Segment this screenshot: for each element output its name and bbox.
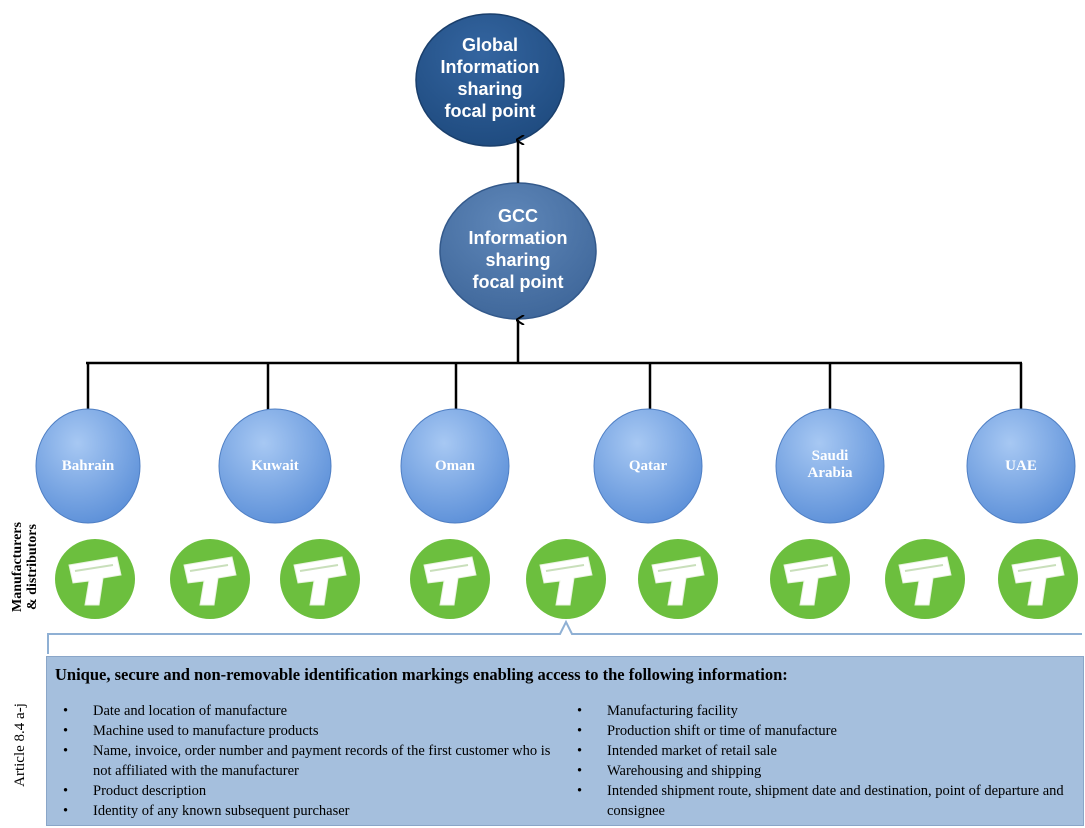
gcc-node-label: GCC Information sharing focal point: [468, 206, 568, 292]
article-side-label: Article 8.4 a-j: [12, 703, 28, 787]
article-info-box: Unique, secure and non-removable identif…: [46, 656, 1084, 826]
manufacturer-icons: [55, 539, 1078, 619]
list-item: Production shift or time of manufacture: [571, 721, 1079, 741]
manufacturer-scanner-icon: [770, 539, 850, 619]
country-drop-lines: [86, 363, 1023, 410]
manufacturer-scanner-icon: [170, 539, 250, 619]
manufacturers-side-label: Manufacturers & distributors: [10, 522, 40, 612]
country-label-uae: UAE: [1005, 458, 1037, 474]
info-list-right: Manufacturing facility Production shift …: [571, 701, 1079, 821]
country-nodes: [35, 408, 1076, 524]
manufacturer-scanner-icon: [55, 539, 135, 619]
list-item: Identity of any known subsequent purchas…: [57, 801, 557, 821]
manufacturer-scanner-icon: [998, 539, 1078, 619]
article-bracket: [47, 619, 1082, 654]
country-node-saudi-arabia: [775, 408, 885, 524]
list-item: Name, invoice, order number and payment …: [57, 741, 557, 781]
country-label-qatar: Qatar: [628, 458, 668, 474]
country-label-kuwait: Kuwait: [251, 458, 299, 474]
list-item: Intended shipment route, shipment date a…: [571, 781, 1079, 821]
country-label-bahrain: Bahrain: [61, 458, 115, 474]
list-item: Product description: [57, 781, 557, 801]
global-focal-point-node: [415, 13, 565, 147]
country-node-bahrain: [35, 408, 141, 524]
manufacturer-scanner-icon: [410, 539, 490, 619]
global-node-label: Global Information sharing focal point: [440, 35, 540, 121]
list-item: Intended market of retail sale: [571, 741, 1079, 761]
country-label-oman: Oman: [434, 458, 475, 474]
manufacturer-scanner-icon: [638, 539, 718, 619]
country-node-kuwait: [218, 408, 332, 524]
manufacturer-scanner-icon: [526, 539, 606, 619]
country-node-oman: [400, 408, 510, 524]
manufacturer-scanner-icon: [280, 539, 360, 619]
country-node-qatar: [593, 408, 703, 524]
country-node-uae: [966, 408, 1076, 524]
list-item: Date and location of manufacture: [57, 701, 557, 721]
list-item: Warehousing and shipping: [571, 761, 1079, 781]
country-label-saudi-arabia: Saudi Arabia: [807, 448, 853, 481]
manufacturer-scanner-icon: [885, 539, 965, 619]
info-list-left: Date and location of manufacture Machine…: [57, 701, 557, 821]
list-item: Machine used to manufacture products: [57, 721, 557, 741]
info-title: Unique, secure and non-removable identif…: [55, 665, 788, 684]
list-item: Manufacturing facility: [571, 701, 1079, 721]
